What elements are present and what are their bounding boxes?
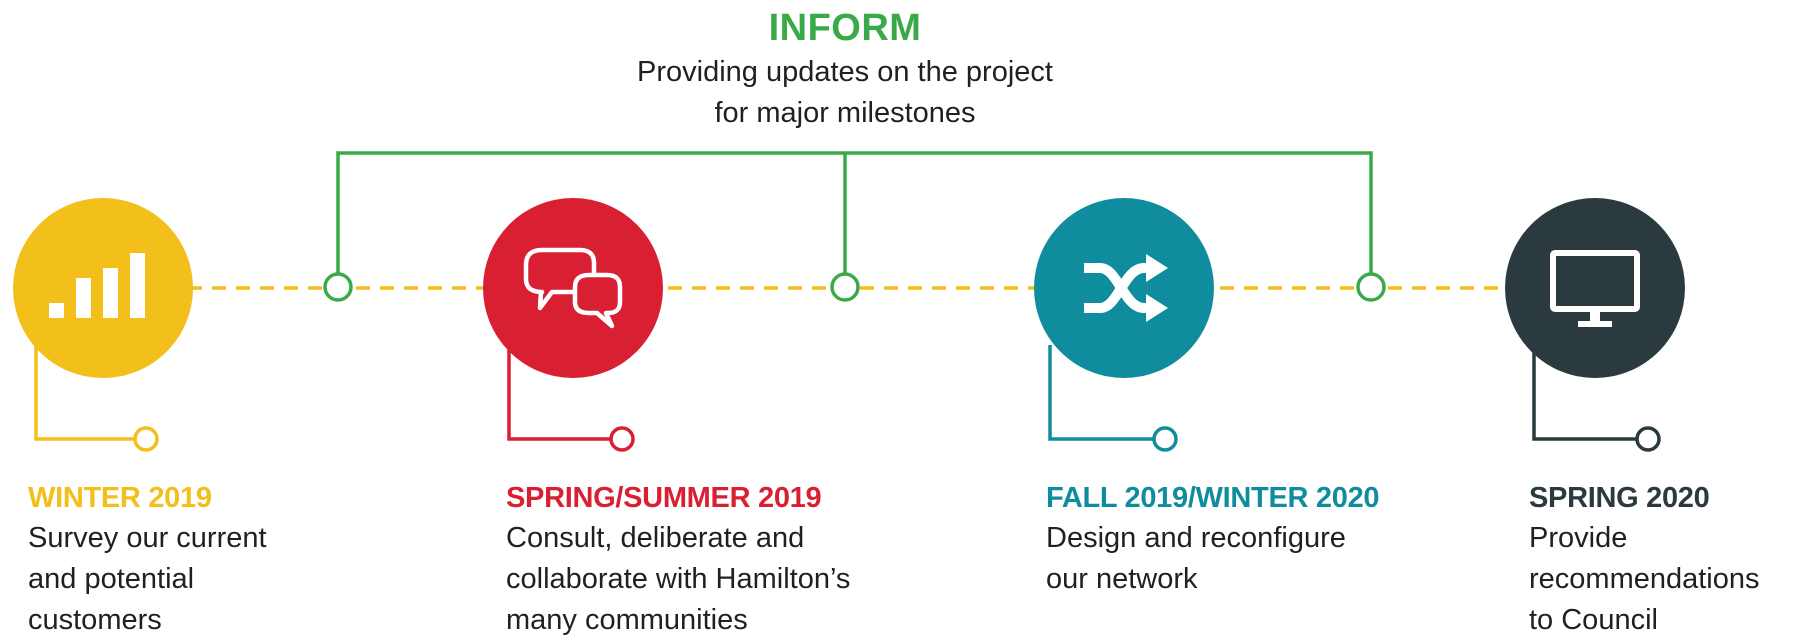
stage-fall-2019-winter-2020-graphic [1034, 198, 1214, 452]
stage-description-line: many communities [506, 604, 748, 636]
inform-milestone-marker-2 [830, 272, 860, 302]
stage-connector-end-circle [1635, 426, 1661, 452]
stage-winter-2019-graphic [13, 198, 193, 452]
inform-title: INFORM [768, 7, 922, 49]
stage-title: WINTER 2019 [28, 482, 212, 514]
stage-fall-2019-winter-2020: FALL 2019/WINTER 2020 Design and reconfi… [1046, 478, 1380, 600]
inform-header: INFORM Providing updates on the project … [500, 4, 1190, 134]
stage-circle [1505, 198, 1685, 378]
stage-connector [1048, 345, 1153, 441]
shuffle-icon [1084, 254, 1168, 322]
chat-bubbles-icon [523, 247, 623, 329]
stage-description-line: Consult, deliberate and [506, 522, 805, 554]
stage-title: FALL 2019/WINTER 2020 [1046, 482, 1380, 514]
inform-description-line: Providing updates on the project [637, 56, 1053, 88]
stage-spring-summer-2019: SPRING/SUMMER 2019 Consult, deliberate a… [506, 478, 850, 641]
stage-connector [34, 345, 135, 441]
stage-connector [1532, 345, 1636, 441]
stage-description: Consult, deliberate and collaborate with… [506, 518, 850, 641]
stage-description-line: Survey our current [28, 522, 267, 554]
stage-description-line: customers [28, 604, 162, 636]
stage-connector-end-circle [1152, 426, 1178, 452]
stage-description-line: and potential [28, 563, 195, 595]
stage-description: Provide recommendations to Council [1529, 518, 1760, 641]
inform-milestone-marker-3 [1356, 272, 1386, 302]
stage-description-line: our network [1046, 563, 1198, 595]
stage-connector-end-circle [609, 426, 635, 452]
stage-description: Survey our current and potential custome… [28, 518, 267, 641]
stage-title: SPRING/SUMMER 2019 [506, 482, 822, 514]
inform-description: Providing updates on the project for maj… [500, 52, 1190, 134]
stage-description-line: to Council [1529, 604, 1658, 636]
stage-winter-2019: WINTER 2019 Survey our current and poten… [28, 478, 267, 641]
stage-connector [507, 345, 610, 441]
stage-description-line: recommendations [1529, 563, 1760, 595]
inform-milestone-marker-1 [323, 272, 353, 302]
stage-connector-end-circle [133, 426, 159, 452]
stage-description-line: Design and reconfigure [1046, 522, 1346, 554]
stage-description: Design and reconfigure our network [1046, 518, 1379, 600]
inform-bracket-line [336, 151, 1373, 274]
stage-description-line: collaborate with Hamilton’s [506, 563, 851, 595]
stage-spring-2020-graphic [1505, 198, 1685, 452]
inform-description-line: for major milestones [714, 97, 976, 129]
monitor-icon [1550, 250, 1640, 327]
stage-title: SPRING 2020 [1529, 482, 1710, 514]
stage-spring-summer-2019-graphic [483, 198, 663, 452]
stage-description-line: Provide [1529, 522, 1628, 554]
inform-bracket [323, 151, 1386, 302]
bar-chart-icon [49, 253, 145, 318]
stage-spring-2020: SPRING 2020 Provide recommendations to C… [1529, 478, 1760, 641]
